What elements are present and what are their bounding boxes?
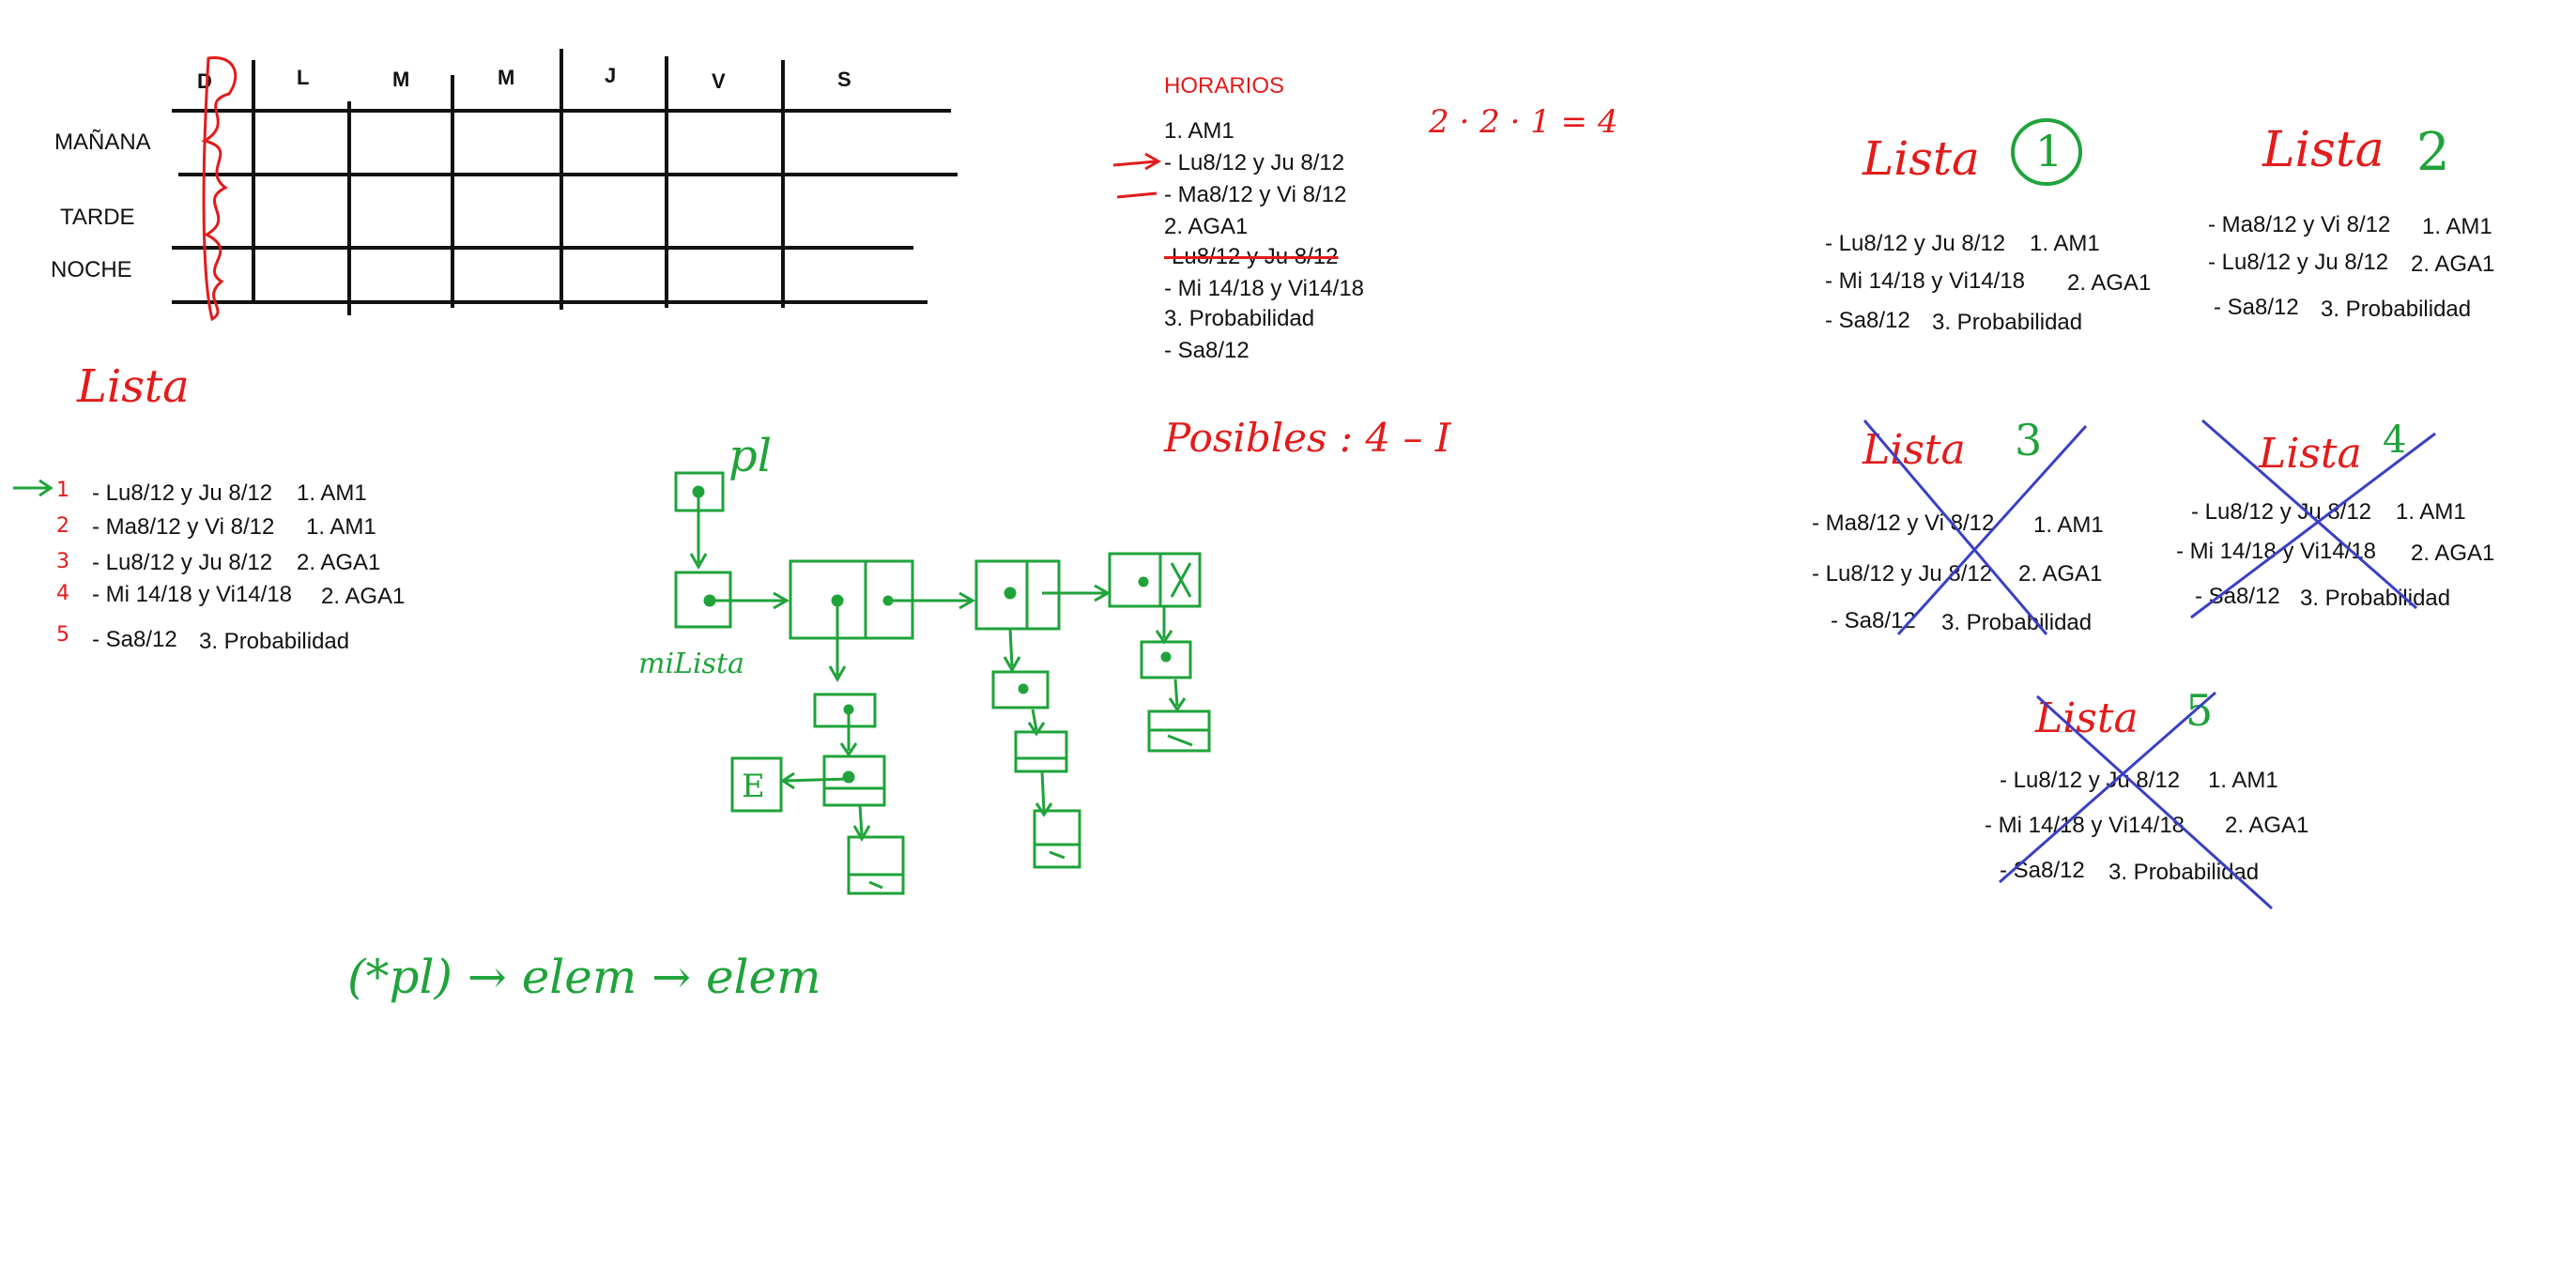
lista-title: Lista <box>2259 430 2362 478</box>
lista-title: Lista <box>2035 694 2139 742</box>
lista-main-number: 5 <box>56 623 69 647</box>
day-header: J <box>605 64 617 87</box>
red-arrow-icon <box>1112 152 1162 171</box>
lista-number: 1 <box>2035 126 2063 176</box>
horarios-item: - Sa8/12 <box>1164 338 1250 363</box>
posibles-note: Posibles : 4 – I <box>1164 415 1451 461</box>
lista-number: 4 <box>2383 419 2407 462</box>
lista-slot: - Ma8/12 y Vi 8/12 <box>2208 212 2391 237</box>
lista-main-slot: - Ma8/12 y Vi 8/12 <box>92 514 275 540</box>
row-label: MAÑANA <box>54 130 151 155</box>
linked-list-diagram <box>674 471 1211 895</box>
row-label: TARDE <box>60 205 135 230</box>
lista-main-subject: 2. AGA1 <box>297 550 381 575</box>
lista-main-number: 3 <box>56 550 69 573</box>
lista-subject: 2. AGA1 <box>2411 251 2495 277</box>
lista-subject: 3. Probabilidad <box>1932 310 2083 335</box>
horarios-item: - Ma8/12 y Vi 8/12 <box>1164 182 1347 207</box>
pointer-label: pl <box>728 430 773 482</box>
lista-main-slot: - Mi 14/18 y Vi14/18 <box>92 582 293 607</box>
lista-slot: - Mi 14/18 y Vi14/18 <box>1985 813 2185 838</box>
node-label-e: E <box>742 768 765 805</box>
number-circle <box>2011 118 2082 186</box>
lista-slot: - Ma8/12 y Vi 8/12 <box>1812 511 1995 536</box>
day-header: S <box>837 68 851 91</box>
lista-number: 5 <box>2185 685 2214 736</box>
lista-subject: 1. AM1 <box>2422 214 2492 239</box>
row-label: NOCHE <box>51 257 132 282</box>
lista-title: Lista <box>1863 426 1966 474</box>
red-arrow-icon <box>1116 191 1158 199</box>
horarios-item-struck: -Lu8/12 y Ju 8/12 <box>1164 244 1339 269</box>
cross-out-mark <box>2190 419 2436 619</box>
lista-subject: 1. AM1 <box>2033 512 2104 538</box>
lista-main-slot: - Lu8/12 y Ju 8/12 <box>92 550 273 575</box>
green-arrow-icon <box>13 479 54 497</box>
lista-subject: 3. Probabilidad <box>2300 586 2451 611</box>
lista-number: 3 <box>2015 415 2043 465</box>
lista-subject: 2. AGA1 <box>2411 541 2495 566</box>
lista-main-slot: - Lu8/12 y Ju 8/12 <box>92 480 273 506</box>
day-header: L <box>297 66 310 89</box>
lista-main-number: 1 <box>56 479 69 502</box>
day-header: V <box>712 69 726 93</box>
lista-title: Lista <box>2262 122 2384 178</box>
lista-subject: 2. AGA1 <box>2225 813 2309 838</box>
lista-number: 2 <box>2416 122 2450 183</box>
lista-title: Lista <box>1863 131 1980 186</box>
horarios-item: 1. AM1 <box>1164 118 1234 144</box>
lista-slot: - Mi 14/18 y Vi14/18 <box>1825 268 2026 294</box>
day-header: M <box>498 66 515 89</box>
lista-main-slot: - Sa8/12 <box>92 627 177 652</box>
lista-slot: - Sa8/12 <box>1825 308 1910 333</box>
list-label: miLista <box>638 648 744 680</box>
lista-subject: 1. AM1 <box>2396 499 2466 525</box>
lista-main-number: 4 <box>56 582 69 605</box>
lista-subject: 3. Probabilidad <box>1941 610 2093 635</box>
lista-subject: 2. AGA1 <box>2018 561 2103 587</box>
cross-out-mark <box>1863 419 2088 636</box>
lista-slot: - Lu8/12 y Ju 8/12 <box>2208 250 2389 275</box>
lista-slot: - Sa8/12 <box>2214 295 2299 320</box>
lista-main-title: Lista <box>77 360 190 413</box>
lista-subject: 1. AM1 <box>2208 768 2278 793</box>
lista-slot: - Lu8/12 y Ju 8/12 <box>2000 768 2181 793</box>
lista-main-subject: 1. AM1 <box>297 480 367 506</box>
lista-subject: 2. AGA1 <box>2067 270 2152 296</box>
lista-main-subject: 1. AM1 <box>306 514 376 540</box>
lista-subject: 3. Probabilidad <box>2321 297 2472 322</box>
horarios-item: 2. AGA1 <box>1164 214 1249 239</box>
formula-note: (*pl) → elem → elem <box>347 950 821 1004</box>
lista-main-subject: 2. AGA1 <box>321 584 406 609</box>
horarios-item: - Mi 14/18 y Vi14/18 <box>1164 276 1365 301</box>
lista-main-subject: 3. Probabilidad <box>199 629 350 654</box>
day-header: M <box>392 68 410 91</box>
horarios-item: - Lu8/12 y Ju 8/12 <box>1164 150 1345 175</box>
horarios-item: 3. Probabilidad <box>1164 306 1315 331</box>
lista-slot: - Lu8/12 y Ju 8/12 <box>1825 231 2006 256</box>
lista-subject: 1. AM1 <box>2030 231 2100 256</box>
lista-main-number: 2 <box>56 514 69 538</box>
red-scribble <box>201 56 238 322</box>
horarios-title: HORARIOS <box>1164 73 1285 99</box>
calc-note: 2 · 2 · 1 = 4 <box>1429 103 1618 141</box>
cross-out-mark <box>1999 691 2274 910</box>
